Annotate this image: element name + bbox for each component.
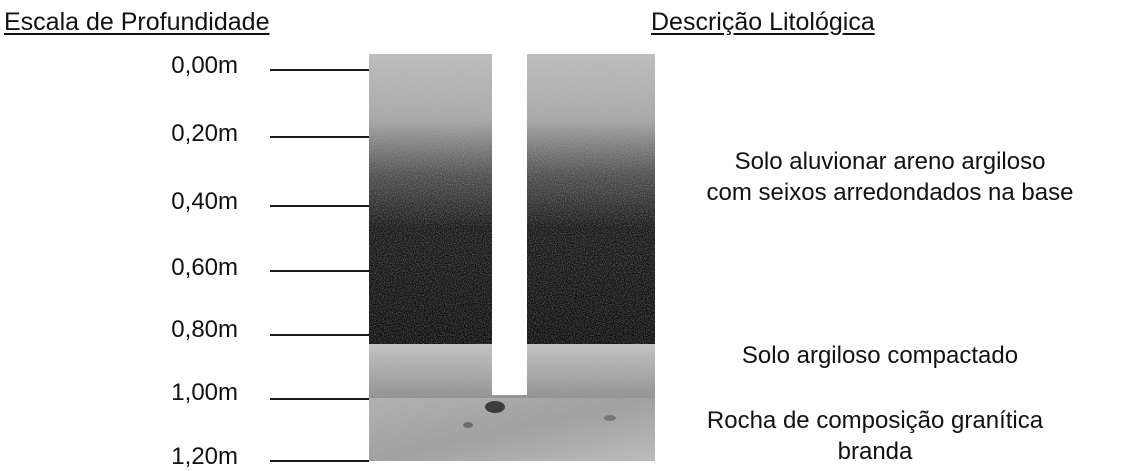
layer-2-compacted-clay bbox=[369, 344, 655, 398]
layer-1-block-right bbox=[527, 54, 655, 344]
depth-label-4: 0,80m bbox=[171, 316, 238, 343]
depth-tick-1 bbox=[270, 136, 369, 138]
depth-label-2: 0,40m bbox=[171, 188, 238, 215]
depth-scale-heading: Escala de Profundidade bbox=[4, 8, 270, 36]
lithology-heading: Descrição Litológica bbox=[651, 8, 875, 36]
depth-tick-6 bbox=[270, 460, 369, 462]
depth-label-0: 0,00m bbox=[171, 52, 238, 79]
depth-tick-2 bbox=[270, 205, 369, 207]
depth-tick-4 bbox=[270, 334, 369, 336]
lithology-layer-3: Rocha de composição granítica branda bbox=[655, 405, 1095, 467]
lithology-layer-2-line-1: Solo argiloso compactado bbox=[741, 342, 1019, 369]
lithology-layer-2: Solo argiloso compactado bbox=[690, 340, 1070, 371]
layer-1-block-left bbox=[369, 54, 492, 344]
depth-tick-0 bbox=[270, 69, 369, 71]
lithology-layer-1: Solo aluvionar areno argiloso com seixos… bbox=[655, 146, 1125, 208]
lithology-layer-3-line-1: Rocha de composição granítica bbox=[706, 407, 1044, 434]
lithology-layer-3-line-2: branda bbox=[837, 438, 913, 465]
trench-slot bbox=[492, 54, 527, 395]
depth-label-3: 0,60m bbox=[171, 254, 238, 281]
lithology-layer-1-line-1: Solo aluvionar areno argiloso bbox=[734, 148, 1046, 175]
depth-label-6: 1,20m bbox=[171, 443, 238, 470]
depth-label-5: 1,00m bbox=[171, 379, 238, 406]
depth-tick-5 bbox=[270, 398, 369, 400]
depth-tick-3 bbox=[270, 270, 369, 272]
lithology-layer-1-line-2: com seixos arredondados na base bbox=[706, 179, 1074, 206]
layer-3-granitic-rock bbox=[369, 398, 655, 461]
depth-label-1: 0,20m bbox=[171, 120, 238, 147]
